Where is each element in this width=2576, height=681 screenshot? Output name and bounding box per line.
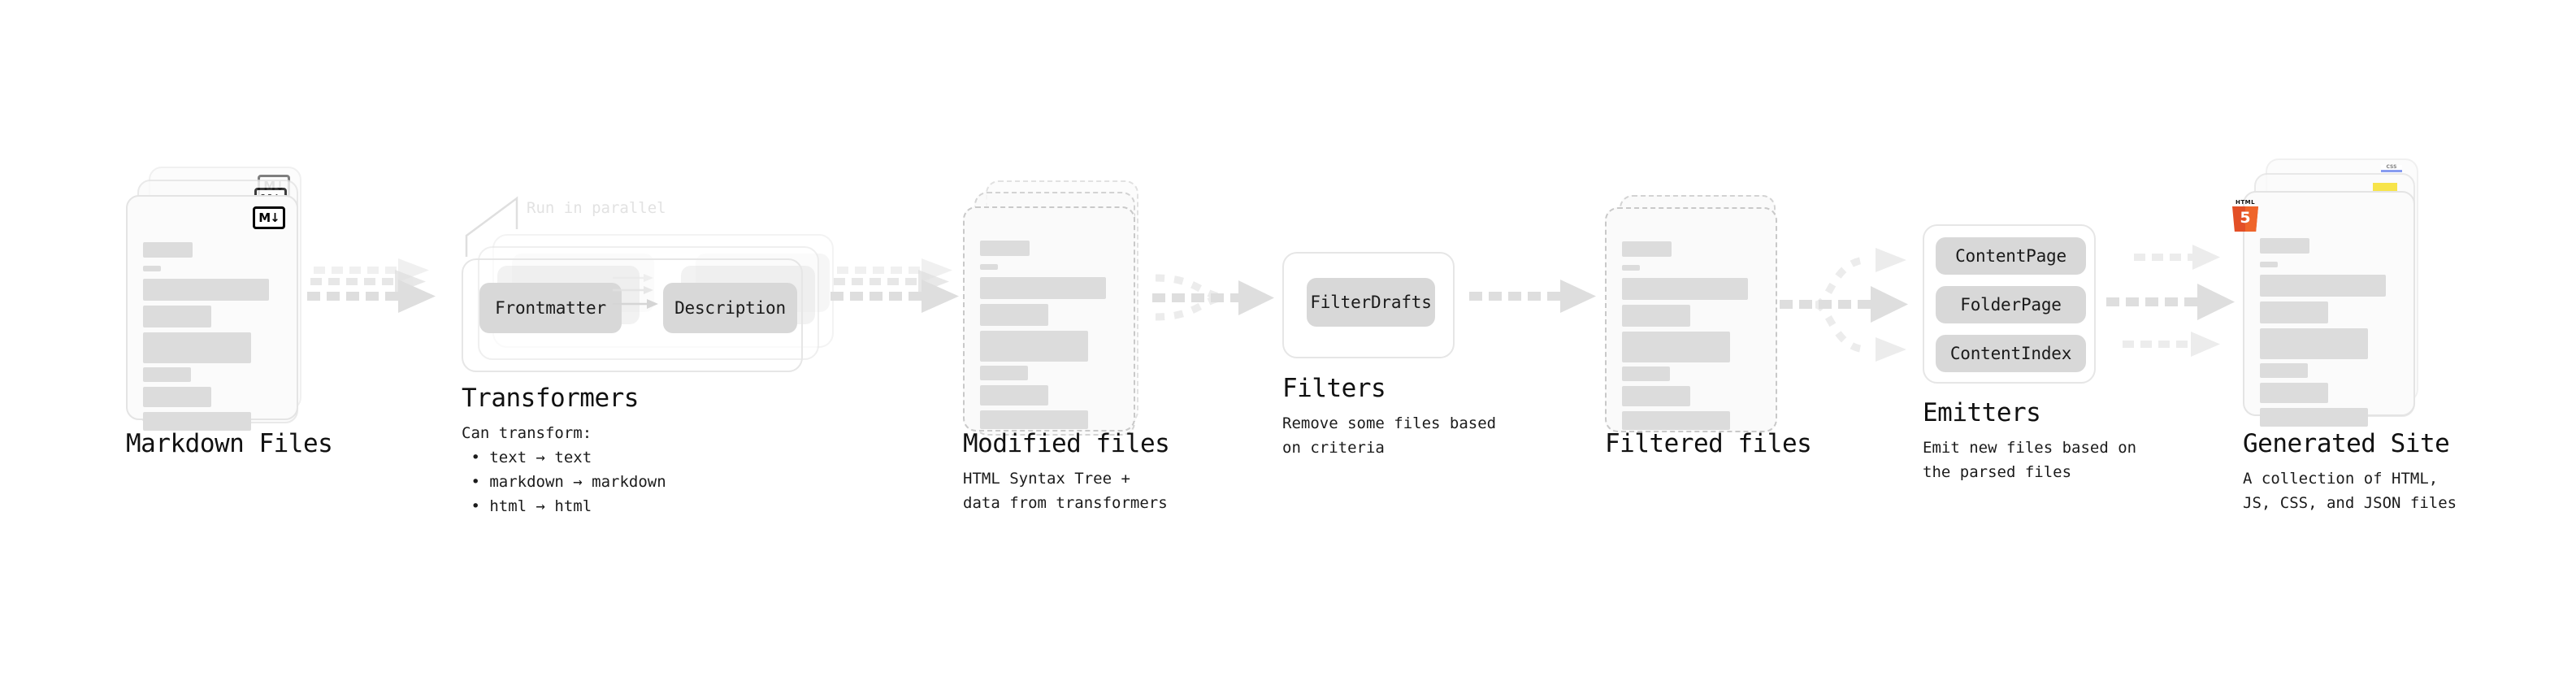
markdown-file-card-front: M↓ (126, 195, 298, 431)
emitter-pill-contentpage[interactable]: ContentPage (1936, 237, 2086, 275)
transformer-box-front: Frontmatter Description (462, 258, 803, 372)
emitters-box: ContentPage FolderPage ContentIndex (1923, 224, 2096, 384)
arrow-emitters-to-site (2106, 245, 2235, 357)
markdown-files-title: Markdown Files (126, 429, 333, 458)
arrow-transformers-to-modified (830, 258, 959, 313)
transformers-subtitle: Can transform: • text → text • markdown … (462, 424, 666, 515)
transformers-title: Transformers (462, 384, 639, 413)
css3-logo-icon: CSS (2381, 165, 2402, 173)
transformer-pill-description[interactable]: Description (663, 283, 797, 333)
transformer-inner-arrows (613, 274, 658, 309)
emitters-subtitle: Emit new files based on the parsed files (1923, 439, 2137, 481)
filtered-file-card-front (1605, 207, 1777, 432)
arrow-filters-to-filtered (1469, 280, 1596, 313)
modified-file-card-front (963, 206, 1135, 432)
filters-title: Filters (1282, 374, 1386, 403)
arrow-modified-to-filters-converging (1152, 274, 1274, 321)
emitter-pill-folderpage[interactable]: FolderPage (1936, 286, 2086, 323)
html5-logo-icon: HTML 5 (2231, 199, 2259, 232)
emitters-title: Emitters (1923, 398, 2041, 427)
filtered-files-title: Filtered files (1605, 429, 1812, 458)
filters-subtitle: Remove some files based on criteria (1282, 414, 1497, 457)
html5-logo-shield-inner (2245, 206, 2258, 232)
modified-files-subtitle: HTML Syntax Tree + data from transformer… (963, 470, 1168, 512)
arrow-filtered-to-emitters-diverging (1780, 248, 1908, 362)
arrow-markdown-to-transformers (307, 258, 436, 313)
run-in-parallel-label: Run in parallel (527, 199, 666, 217)
document-placeholder-lines (2244, 193, 2413, 427)
generated-site-title: Generated Site (2243, 429, 2450, 458)
document-placeholder-lines (1607, 209, 1776, 431)
filters-box: FilterDrafts (1282, 252, 1455, 358)
html5-logo-digit: 5 (2240, 209, 2251, 227)
markdown-logo-icon: M↓ (253, 206, 285, 229)
document-placeholder-lines (965, 208, 1134, 430)
generated-site-subtitle: A collection of HTML, JS, CSS, and JSON … (2243, 470, 2457, 512)
css3-logo-label: CSS (2386, 164, 2397, 170)
modified-files-title: Modified files (963, 429, 1170, 458)
run-in-parallel-bracket (465, 196, 518, 257)
css3-logo-bar (2381, 170, 2402, 172)
document-placeholder-lines (128, 197, 297, 431)
emitter-pill-contentindex[interactable]: ContentIndex (1936, 335, 2086, 372)
filter-pill-filterdrafts[interactable]: FilterDrafts (1307, 278, 1435, 327)
html5-logo-word: HTML (2235, 199, 2256, 206)
transformer-pill-frontmatter[interactable]: Frontmatter (479, 283, 622, 333)
generated-site-card-front: HTML 5 (2232, 191, 2415, 427)
